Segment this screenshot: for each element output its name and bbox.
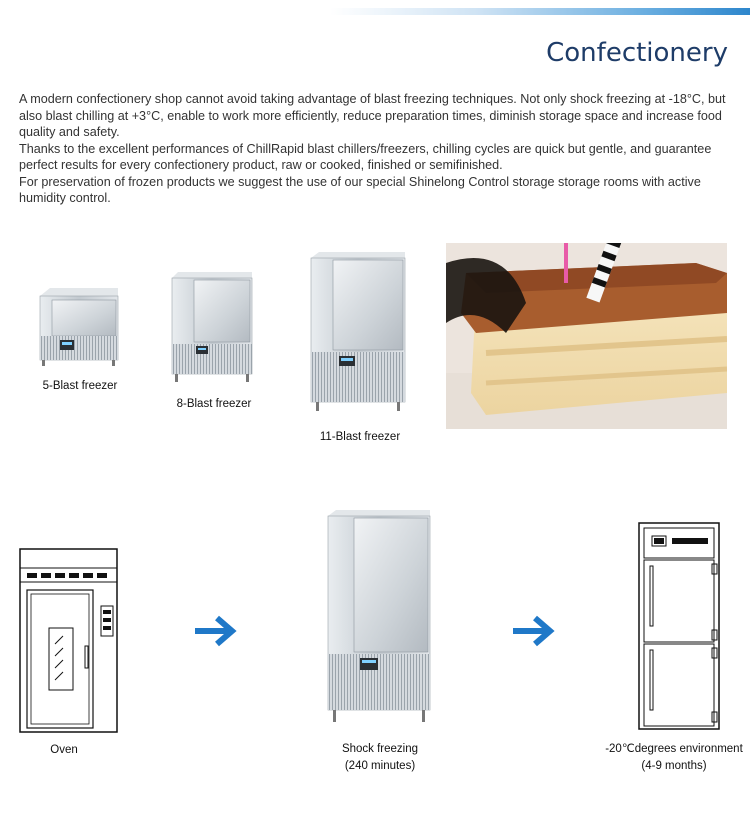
blast-freezer-11-image [310, 252, 406, 411]
caption-8-blast-freezer: 8-Blast freezer [176, 398, 252, 410]
caption-storage-duration: (4-9 months) [641, 760, 707, 772]
cake-photo [446, 243, 727, 429]
caption-shock-freezing: Shock freezing [341, 743, 419, 755]
intro-paragraph-1: A modern confectionery shop cannot avoid… [19, 92, 726, 139]
caption-oven: Oven [50, 744, 78, 756]
blast-freezer-8-image [171, 272, 253, 382]
intro-text: A modern confectionery shop cannot avoid… [19, 91, 731, 207]
arrow-right-icon [195, 615, 237, 647]
shock-freezer-image [327, 510, 431, 722]
caption-shock-freezing-duration: (240 minutes) [344, 760, 416, 772]
oven-drawing [19, 548, 118, 733]
caption-11-blast-freezer: 11-Blast freezer [319, 431, 401, 443]
header-gradient-bar [330, 8, 750, 15]
blast-freezer-5-image [39, 288, 119, 366]
caption-5-blast-freezer: 5-Blast freezer [42, 380, 118, 392]
intro-paragraph-2: Thanks to the excellent performances of … [19, 141, 712, 173]
caption-storage-environment: -20℃degrees environment [605, 743, 743, 755]
page-title: Confectionery [546, 38, 728, 68]
arrow-right-icon [513, 615, 555, 647]
storage-cabinet-drawing [638, 522, 720, 730]
intro-paragraph-3: For preservation of frozen products we s… [19, 174, 701, 206]
